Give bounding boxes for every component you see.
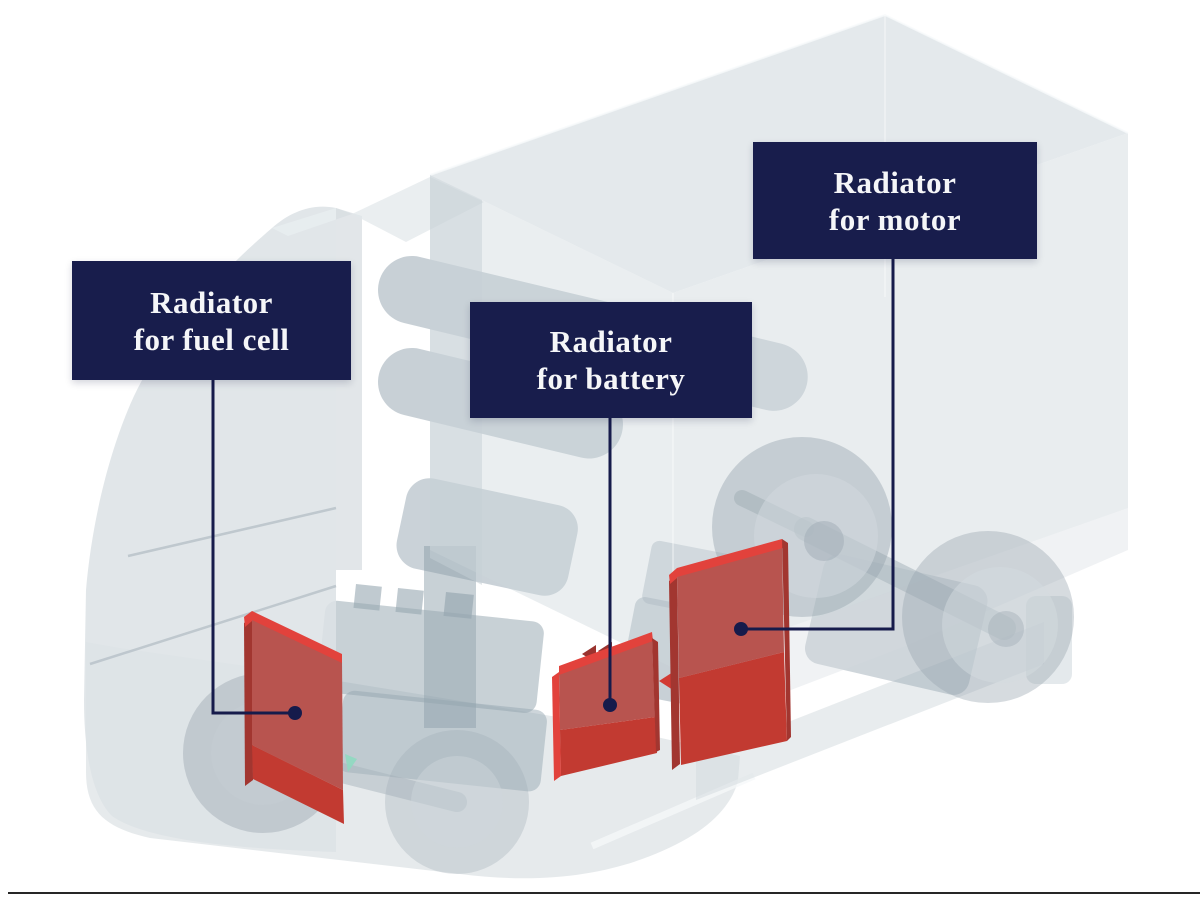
radiator-battery-side-right [652, 638, 660, 752]
radiator-fuel-cell-cap [244, 611, 252, 627]
rear-wheel-near-hub [804, 521, 844, 561]
cab-roof [272, 208, 352, 236]
cab-crease-upper [127, 506, 337, 558]
radiator-fuel-cell-face-lower [252, 745, 344, 824]
leader-motor [741, 259, 895, 631]
radiator-fuel-cell-side [244, 617, 253, 786]
radiator-motor-side-left [669, 574, 680, 770]
radiator-battery-face-lower [560, 717, 657, 776]
radiator-fuel-cell-bevel [252, 611, 342, 663]
red-arrow-accent [659, 672, 673, 690]
radiator-battery-side-left [552, 672, 561, 781]
radiator-motor-face-lower [679, 652, 787, 765]
cargo-front-wall [430, 175, 482, 585]
label-radiator-for-fuel-cell: Radiator for fuel cell [72, 261, 351, 380]
leader-lines [211, 259, 895, 720]
radiator-motor-bevel [677, 539, 783, 577]
rear-wheel-far-hub [988, 611, 1024, 647]
label-line-2: for fuel cell [133, 321, 290, 357]
fuel-cell-lower-unit [336, 690, 547, 792]
label-line-2: for battery [536, 361, 686, 396]
coolant-accent [345, 754, 357, 772]
radiator-battery [552, 632, 660, 781]
rear-frame-rail [696, 622, 1044, 800]
radiator-motor-face-upper [677, 545, 784, 678]
leader-fuel-cell [211, 380, 295, 715]
cargo-box-left-face [430, 175, 673, 668]
label-radiator-for-motor: Radiator for motor [753, 142, 1037, 259]
fuel-cell-bracket-3 [443, 592, 474, 619]
radiator-battery-bevel [559, 632, 653, 675]
radiator-motor-cap [669, 568, 677, 584]
bottom-divider-line [8, 892, 1200, 894]
cargo-box-top-seam [429, 13, 1129, 176]
leader-dot-motor [734, 622, 748, 636]
radiator-fuel-cell [244, 611, 344, 824]
front-wheel-far-rim [411, 756, 503, 848]
radiator-motor-side-right [782, 539, 791, 741]
front-wheel-far-tire [385, 730, 529, 874]
rear-wheel-far-rim [942, 567, 1058, 683]
leader-dot-fuel-cell [288, 706, 302, 720]
label-radiator-for-battery: Radiator for battery [470, 302, 752, 418]
label-line-2: for motor [828, 201, 962, 237]
fuel-cell-stack [317, 600, 544, 713]
radiator-motor [669, 539, 791, 770]
label-line-1: Radiator [150, 284, 273, 320]
radiator-battery-face-upper [559, 638, 655, 730]
leader-dot-battery [603, 698, 617, 712]
label-line-1: Radiator [833, 164, 957, 200]
label-line-1: Radiator [549, 324, 673, 359]
radiator-fuel-cell-face-upper [252, 617, 343, 790]
